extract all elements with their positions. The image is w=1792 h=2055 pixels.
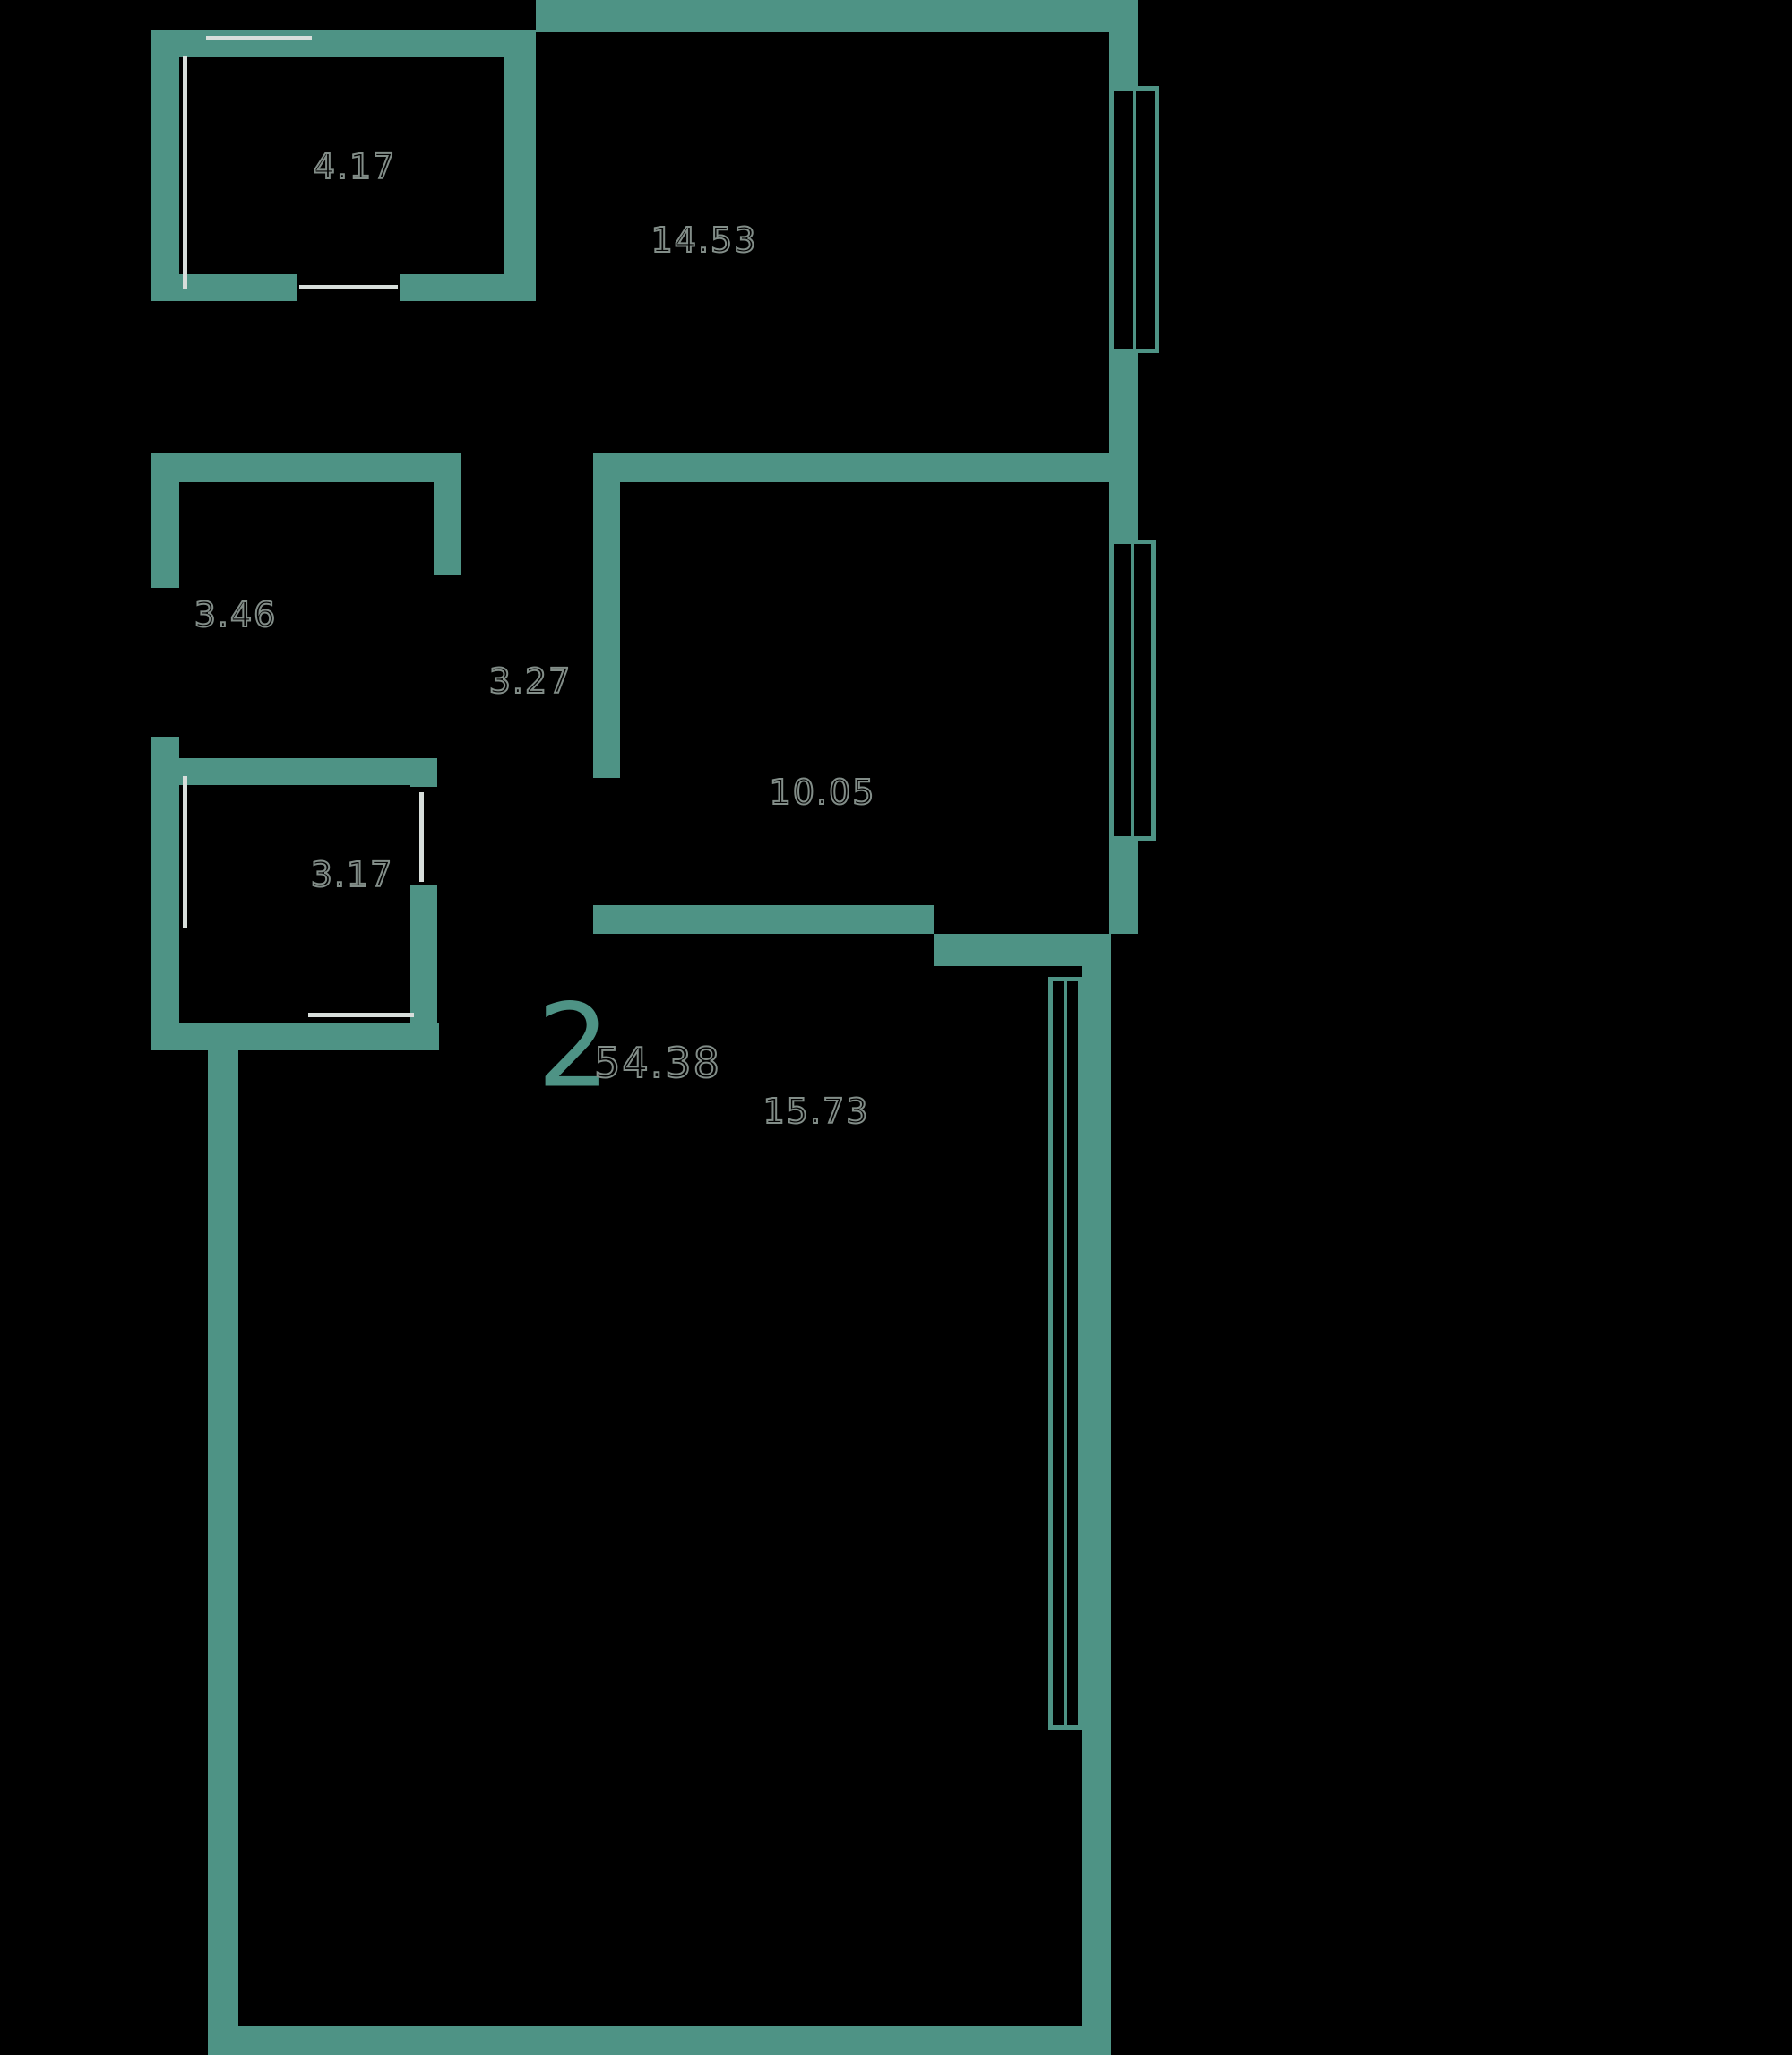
wall-living-right-upper — [1109, 32, 1138, 86]
wall-balcony-left — [151, 30, 179, 301]
window-living-room — [1109, 86, 1159, 353]
wall-mid-left — [151, 453, 461, 482]
room-area-label-main-room: 15.73 — [762, 1091, 870, 1132]
wall-living-top — [536, 0, 1138, 32]
window-pane-line — [1064, 981, 1067, 1725]
room-area-label-balcony: 4.17 — [313, 146, 397, 187]
window-main-room — [1048, 977, 1082, 1730]
room-area-label-hallway: 3.46 — [194, 594, 278, 635]
window-bedroom — [1109, 540, 1156, 841]
wall-mainroom-left — [208, 1023, 238, 2055]
wall-corridor-stub — [434, 482, 461, 575]
bathroom-line-horizontal — [308, 1013, 414, 1017]
wall-step-band — [934, 934, 1111, 966]
balcony-glazing-line-horizontal — [206, 36, 312, 40]
room-area-label-living: 14.53 — [650, 220, 758, 261]
wall-outer-left-lower — [151, 737, 179, 1050]
room-area-label-corridor: 3.27 — [488, 661, 573, 702]
room-area-label-bathroom: 3.17 — [310, 854, 394, 895]
bathroom-door-line — [419, 792, 424, 882]
window-pane-line — [1131, 544, 1134, 836]
wall-bedroom-left — [593, 482, 620, 778]
wall-outer-left-mid — [151, 453, 179, 588]
wall-mid-right — [593, 453, 1111, 482]
wall-bathroom-right-lower — [410, 885, 437, 1050]
balcony-door-line — [299, 285, 398, 289]
wall-bathroom-top — [177, 758, 412, 785]
balcony-glazing-line-vertical — [183, 56, 187, 289]
wall-bathroom-right-upper — [410, 758, 437, 787]
unit-total-area: 54.38 — [593, 1038, 721, 1088]
wall-mainroom-bottom — [208, 2026, 1111, 2055]
unit-rooms-count: 2 — [537, 980, 610, 1114]
wall-bedroom-right-lower — [1109, 841, 1138, 934]
wall-balcony-top — [151, 30, 536, 57]
wall-bedroom-bottom — [593, 905, 934, 934]
wall-mainroom-right — [1082, 966, 1111, 2055]
bathroom-glazing-line-vertical — [183, 776, 187, 928]
room-area-label-bedroom: 10.05 — [769, 772, 876, 813]
wall-balcony-right — [504, 30, 536, 301]
wall-balcony-bottom-left — [177, 274, 297, 301]
window-pane-line — [1133, 91, 1136, 349]
wall-bedroom-right-upper — [1109, 484, 1138, 540]
wall-living-right-lower — [1109, 353, 1138, 484]
